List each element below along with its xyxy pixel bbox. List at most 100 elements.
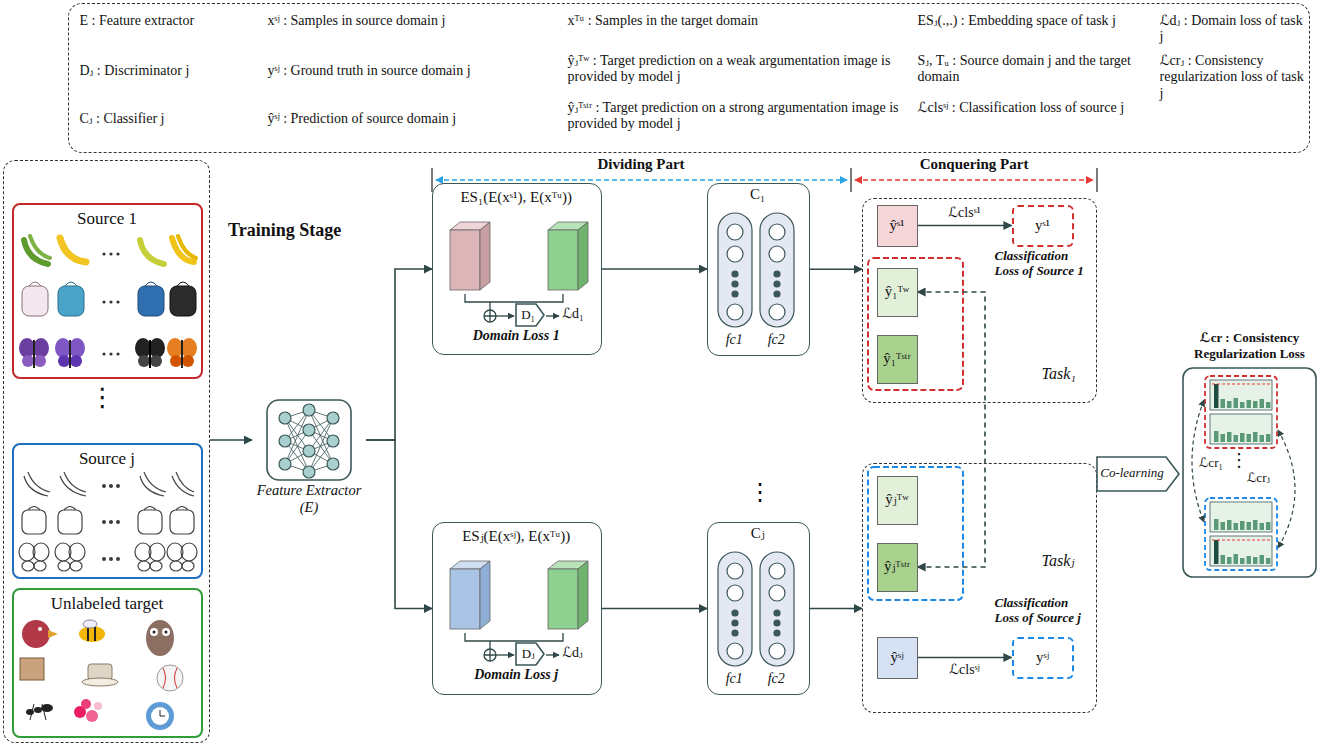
domain-loss-wires [484, 310, 496, 322]
feature-extractor-network [303, 424, 315, 436]
connector [918, 292, 986, 567]
source-box: Source j [12, 443, 203, 579]
consistency-charts [1210, 380, 1272, 410]
domain-loss-wires [484, 649, 496, 661]
sourcej-sketches [34, 561, 46, 571]
part-brackets [436, 179, 847, 181]
connector [602, 268, 707, 270]
connector [918, 657, 1012, 659]
label-box-text: yˢ¹ [1012, 216, 1074, 234]
classifier-layers [718, 552, 752, 666]
embedding-box: ESⱼ(E(xˢʲ), E(xᵀᵘ))Domain Loss jDⱼ [432, 522, 602, 695]
feature-extractor-network [279, 404, 339, 478]
label-box: yˢʲ [1012, 637, 1074, 679]
part-brackets [855, 179, 1093, 181]
source1-images [19, 338, 35, 358]
prediction-box: ŷⱼᵀˢᵗʳ [877, 543, 918, 592]
classifier-box: Cⱼfc1fc2 [707, 522, 810, 695]
target-images [48, 630, 58, 638]
connector [810, 608, 862, 610]
target-images [38, 627, 42, 631]
classifier-layers [727, 224, 743, 240]
source1-images [178, 236, 196, 258]
prediction-box-text: ŷⱼᵀˢᵗʳ [877, 557, 918, 575]
sourcej-sketches [69, 543, 85, 561]
node-outline [267, 400, 351, 480]
target-prediction-groups [868, 258, 963, 390]
source1-images [65, 282, 77, 286]
classifier-box-text: fc2 [759, 332, 793, 349]
sourcej-sketches [58, 561, 70, 571]
sourcej-sketches [28, 472, 50, 492]
sourcej-sketches [172, 476, 194, 496]
classifier-layers [732, 271, 738, 277]
sourcej-sketches [110, 521, 113, 524]
classifier-box-text: fc1 [717, 671, 751, 688]
source1-images [109, 300, 112, 303]
classifier-layers [727, 585, 743, 601]
classifier-layers [718, 213, 794, 666]
classifier-layers [769, 246, 785, 262]
sourcej-sketches [138, 510, 162, 534]
target-images [146, 702, 174, 730]
target-images [94, 702, 102, 710]
source1-images [69, 338, 85, 358]
target-images [175, 668, 178, 688]
source1-images [30, 236, 50, 258]
source1-images [22, 355, 34, 367]
sourcej-sketches [182, 561, 194, 571]
source1-images [181, 340, 183, 368]
target-images [20, 658, 44, 680]
source1-images [177, 282, 189, 286]
target-images [30, 704, 34, 720]
label-text: ℒcrⱼ [1247, 470, 1281, 486]
classifier-box-text: C₁ [706, 185, 809, 203]
feature-extractor-network [327, 412, 339, 424]
sourcej-sketches [19, 472, 197, 571]
label-box: yˢ¹ [1012, 205, 1074, 247]
embedding-cuboids [480, 561, 490, 629]
source1-images [29, 282, 41, 286]
part-brackets [1096, 168, 1097, 192]
consistency-charts [1278, 430, 1295, 548]
consistency-charts [1210, 502, 1272, 532]
notation-box-text: ESⱼ(.,.) : Embedding space of task j [918, 13, 1156, 30]
target-images [160, 716, 165, 717]
task-box-text: Classification Loss of Source j [995, 595, 1095, 626]
connector [366, 440, 432, 609]
sourcej-sketches [117, 521, 120, 524]
embedding-cuboids [548, 230, 578, 290]
consistency-charts [1192, 376, 1295, 570]
notation-box-text: ℒdⱼ : Domain loss of task j [1160, 13, 1306, 47]
target-images [83, 620, 97, 628]
classifier-layers [732, 620, 738, 626]
prediction-box: ŷˢʲ [877, 637, 918, 679]
label-text: ⋮ [748, 478, 772, 507]
connector [918, 225, 1012, 227]
embedding-cuboids [450, 222, 588, 629]
source1-images [170, 355, 182, 367]
classifier-layers [760, 213, 794, 327]
sourcej-sketches [144, 472, 166, 492]
label-text: ℒcr₁ [1199, 455, 1233, 471]
source1-images [34, 355, 46, 367]
node-outline [1097, 457, 1179, 491]
source1-images [149, 338, 165, 358]
source1-images [19, 236, 197, 368]
prediction-box: ŷˢ¹ [877, 205, 918, 247]
feature-extractor-network [303, 445, 315, 457]
connector [210, 439, 252, 441]
classifier-layers [727, 246, 743, 262]
task-box-text: Classification Loss of Source 1 [995, 248, 1095, 279]
classifier-layers [769, 585, 785, 601]
discriminator-text: Dⱼ [515, 646, 541, 662]
input-panel-text: ⋮ [88, 382, 118, 413]
sourcej-sketches [149, 543, 165, 561]
domain-loss-wires [465, 294, 563, 661]
classifier-layers [727, 304, 743, 320]
label-box-text: yˢʲ [1012, 648, 1074, 666]
source1-images [181, 338, 197, 358]
sourcej-sketches [181, 543, 197, 561]
prediction-box-text: ŷ₁ᵀʷ [877, 282, 918, 300]
